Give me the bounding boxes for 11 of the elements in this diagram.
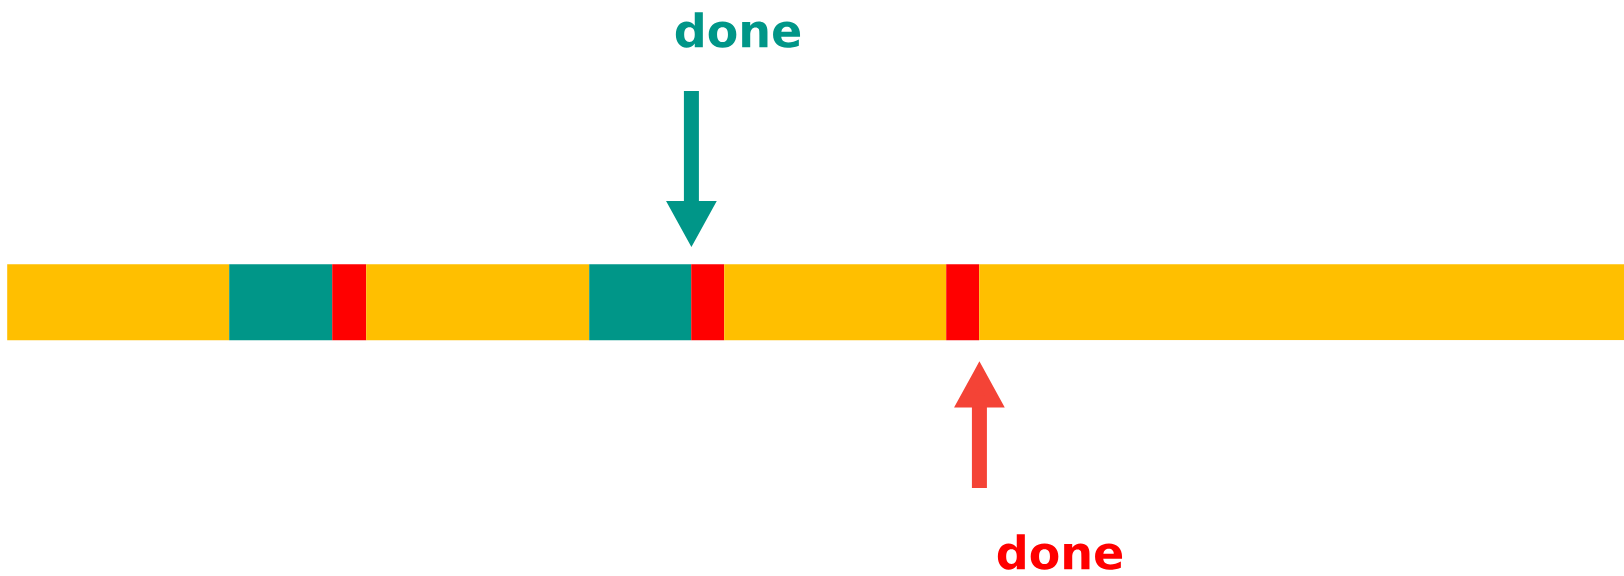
bar-segment	[589, 264, 692, 341]
bar-segment	[332, 264, 367, 341]
bar-segment	[7, 264, 230, 341]
bar-segment	[366, 264, 590, 341]
bar-segment	[229, 264, 333, 341]
bar-segment	[724, 264, 947, 341]
bar-segment	[691, 264, 725, 341]
bar-segment	[979, 264, 1624, 341]
label-text: done	[997, 534, 1123, 570]
label-text: done	[675, 12, 801, 48]
bar-segment	[946, 264, 980, 341]
